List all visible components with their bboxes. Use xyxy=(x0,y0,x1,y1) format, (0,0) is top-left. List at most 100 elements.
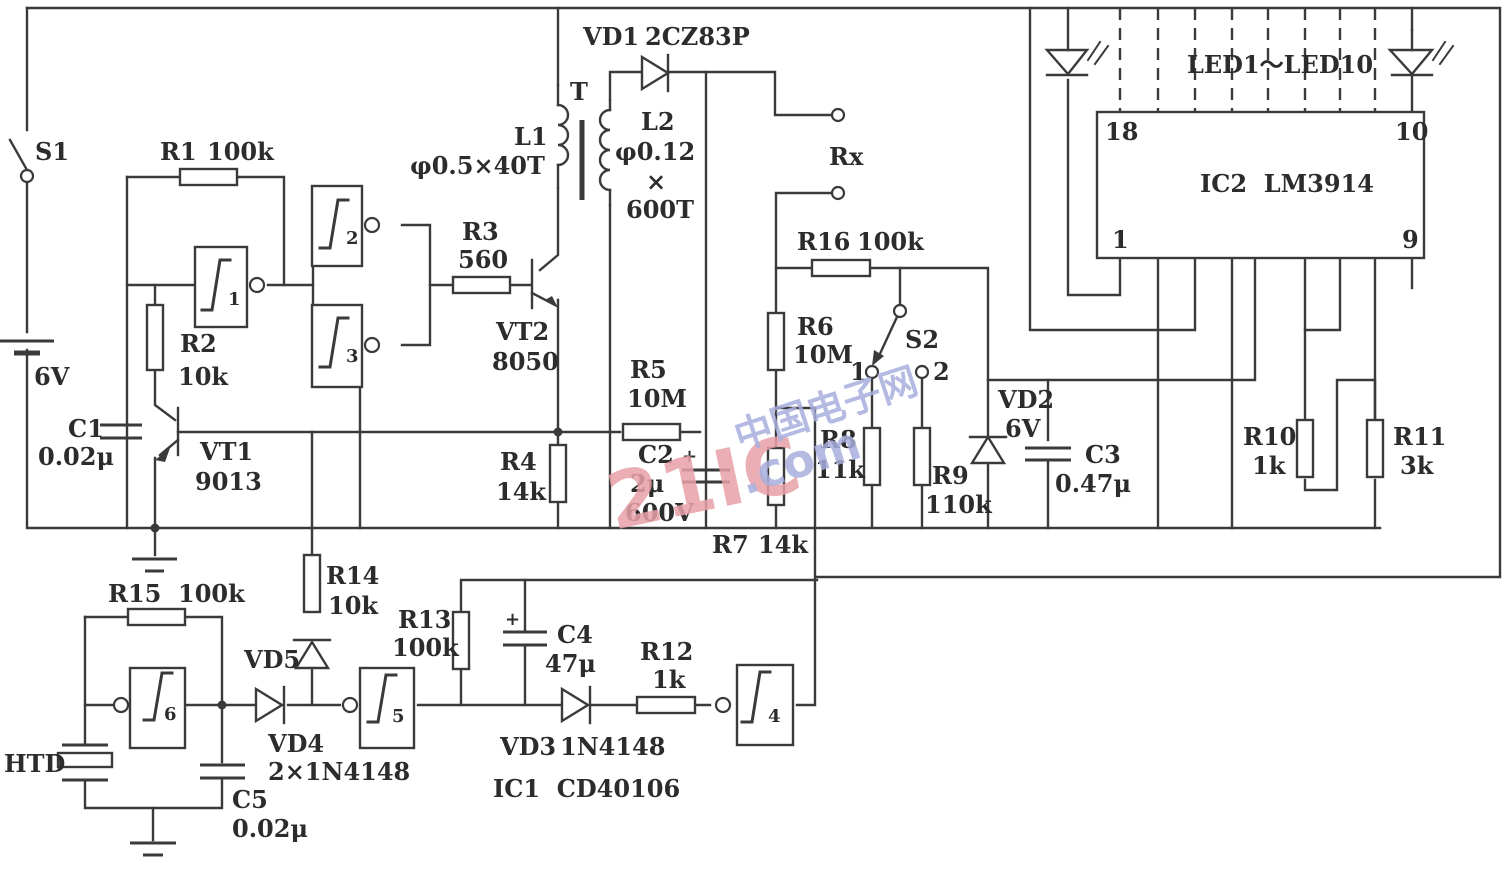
svg-text:R13: R13 xyxy=(398,605,451,634)
svg-text:φ0.5×40T: φ0.5×40T xyxy=(410,151,545,180)
svg-text:2: 2 xyxy=(933,357,950,386)
svg-text:9: 9 xyxy=(1402,225,1419,254)
svg-text:×: × xyxy=(646,167,666,196)
ic2-lm3914: 18 10 1 9 IC2 LM3914 xyxy=(1095,110,1428,260)
svg-text:C1: C1 xyxy=(68,414,104,443)
svg-text:10M: 10M xyxy=(627,384,687,413)
junction-dots xyxy=(150,427,563,710)
gates: 1 2 3 4 5 6 xyxy=(112,184,795,750)
diode-vd4 xyxy=(254,685,286,725)
resistor-r3 xyxy=(451,275,512,295)
svg-text:T: T xyxy=(570,77,588,106)
svg-text:8050: 8050 xyxy=(492,347,559,376)
resistor-r9 xyxy=(912,426,932,487)
switch-s1: S1 xyxy=(8,137,69,184)
capacitor-c5 xyxy=(200,763,245,780)
resistors xyxy=(126,167,1385,715)
svg-text:10: 10 xyxy=(1395,117,1428,146)
svg-text:2: 2 xyxy=(346,228,359,249)
svg-text:10k: 10k xyxy=(328,591,379,620)
ic2-label: IC2 LM3914 xyxy=(1200,169,1374,198)
switch-s2 xyxy=(864,303,930,380)
svg-text:R16: R16 xyxy=(797,227,850,256)
svg-text:VT1: VT1 xyxy=(199,437,253,466)
svg-text:S2: S2 xyxy=(905,325,939,354)
svg-text:VD2: VD2 xyxy=(997,385,1054,414)
gate-4: 4 xyxy=(714,663,795,747)
svg-text:2CZ83P: 2CZ83P xyxy=(645,22,750,51)
svg-text:R3: R3 xyxy=(462,217,499,246)
svg-text:0.47μ: 0.47μ xyxy=(1055,469,1131,498)
svg-text:5: 5 xyxy=(392,706,405,727)
svg-text:2μ: 2μ xyxy=(630,469,664,498)
svg-text:C3: C3 xyxy=(1085,440,1121,469)
capacitor-c1 xyxy=(100,423,142,440)
resistor-r6 xyxy=(766,311,786,372)
svg-text:10M: 10M xyxy=(793,340,853,369)
svg-text:600V: 600V xyxy=(625,498,694,527)
svg-text:47μ: 47μ xyxy=(545,649,596,678)
svg-text:HTD: HTD xyxy=(4,749,65,778)
svg-text:2×1N4148: 2×1N4148 xyxy=(268,757,410,786)
capacitor-c3 xyxy=(1025,446,1071,462)
s1-label: S1 xyxy=(35,137,69,166)
svg-text:R1: R1 xyxy=(160,137,197,166)
led-range-label: LED1～LED10 xyxy=(1187,50,1373,79)
svg-text:R10: R10 xyxy=(1243,422,1296,451)
gate-2: 2 xyxy=(310,184,381,268)
diode-vd2-zener xyxy=(968,434,1008,465)
resistor-r7 xyxy=(766,446,786,507)
svg-text:1N4148: 1N4148 xyxy=(560,732,665,761)
svg-text:C2: C2 xyxy=(638,440,674,469)
svg-text:560: 560 xyxy=(458,245,508,274)
svg-text:+: + xyxy=(682,446,697,467)
svg-text:0.02μ: 0.02μ xyxy=(232,814,308,843)
resistor-r13 xyxy=(451,610,471,671)
resistor-r16 xyxy=(810,258,872,278)
ground-symbol-bottom xyxy=(130,841,176,857)
svg-text:0.02μ: 0.02μ xyxy=(38,442,114,471)
gate-5: 5 xyxy=(341,666,416,750)
transistor-vt2 xyxy=(530,258,558,310)
svg-text:R14: R14 xyxy=(326,561,379,590)
diode-vd5 xyxy=(292,638,332,670)
svg-text:18: 18 xyxy=(1105,117,1138,146)
svg-text:R11: R11 xyxy=(1393,422,1446,451)
svg-text:14k: 14k xyxy=(758,530,809,559)
ic1-label: IC1 CD40106 xyxy=(493,774,680,803)
svg-text:100k: 100k xyxy=(392,633,460,662)
svg-text:R15: R15 xyxy=(108,579,161,608)
resistor-r12 xyxy=(635,695,697,715)
resistor-r15 xyxy=(126,607,187,627)
svg-text:φ0.12: φ0.12 xyxy=(615,137,695,166)
capacitor-c2: + xyxy=(682,446,730,484)
svg-text:3: 3 xyxy=(346,346,359,367)
svg-text:9013: 9013 xyxy=(195,467,262,496)
svg-text:110k: 110k xyxy=(925,490,993,519)
svg-text:R4: R4 xyxy=(500,447,537,476)
capacitor-c4: + xyxy=(503,609,547,647)
resistor-r14 xyxy=(302,553,322,614)
svg-text:10k: 10k xyxy=(178,362,229,391)
svg-text:100k: 100k xyxy=(207,137,275,166)
gate-3: 3 xyxy=(310,303,381,389)
svg-text:R8: R8 xyxy=(820,425,857,454)
svg-text:600T: 600T xyxy=(626,195,694,224)
svg-text:14k: 14k xyxy=(496,477,547,506)
svg-text:1: 1 xyxy=(228,289,241,310)
svg-text:+: + xyxy=(505,609,520,630)
svg-text:3k: 3k xyxy=(1400,451,1435,480)
svg-text:1k: 1k xyxy=(652,665,687,694)
svg-text:R9: R9 xyxy=(932,461,969,490)
svg-text:R7: R7 xyxy=(712,530,749,559)
svg-text:R5: R5 xyxy=(630,355,667,384)
svg-text:100k: 100k xyxy=(178,579,246,608)
battery-6v: 6V xyxy=(0,339,70,391)
diode-vd3 xyxy=(560,685,592,725)
capacitors: + + xyxy=(100,423,1071,780)
svg-text:6: 6 xyxy=(164,704,177,725)
buzzer-htd xyxy=(56,743,114,782)
resistor-r2 xyxy=(145,303,165,372)
svg-text:C5: C5 xyxy=(232,785,268,814)
